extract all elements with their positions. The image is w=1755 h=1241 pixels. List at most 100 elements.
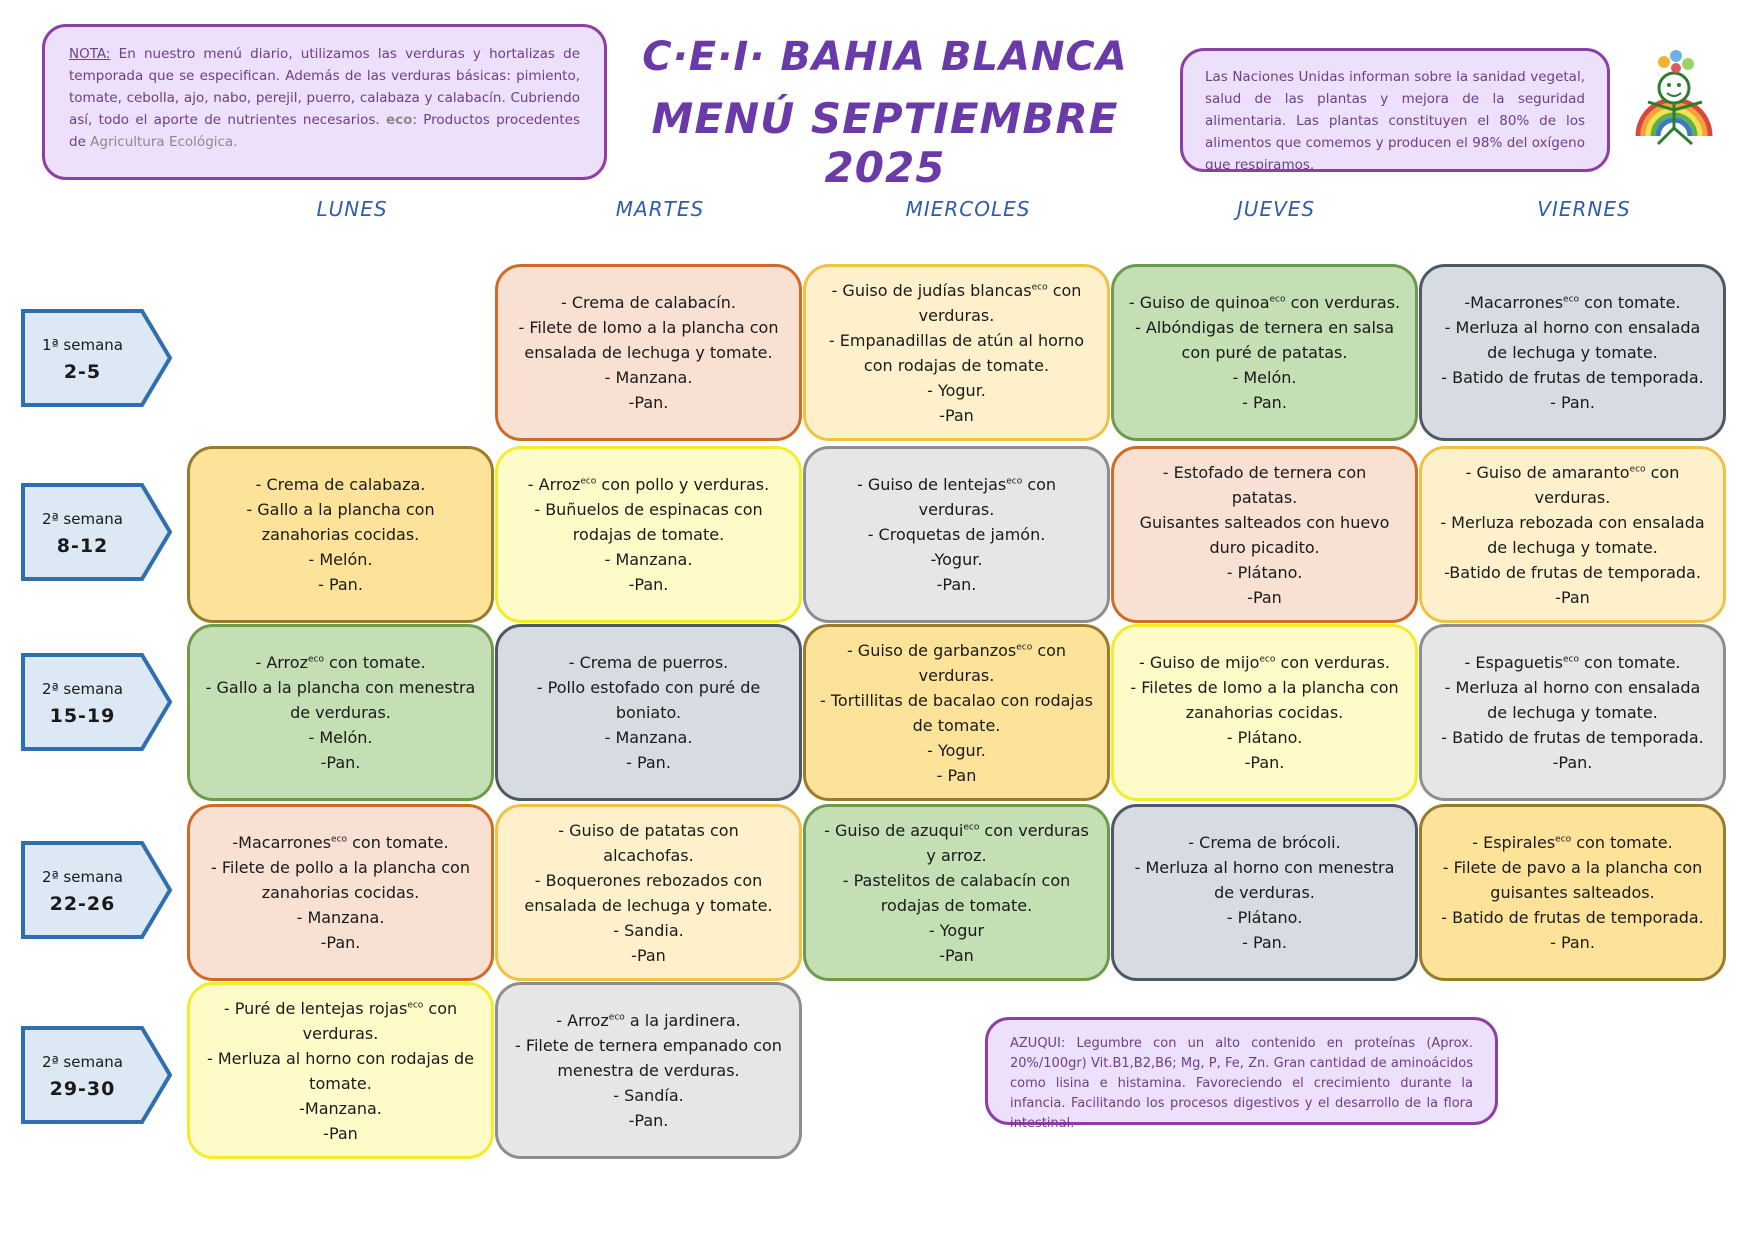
week-arrow-icon xyxy=(21,309,173,407)
menu-line: - Crema de calabacín. xyxy=(561,293,736,312)
menu-cell: - Espiraleseco con tomate.- Filete de pa… xyxy=(1419,804,1726,981)
week-arrow-icon xyxy=(21,1026,173,1124)
menu-line: - Merluza al horno con rodajas de tomate… xyxy=(207,1048,474,1093)
day-header-viernes: VIERNES xyxy=(1537,197,1631,221)
eco-text: : Productos procedentes de xyxy=(69,112,580,150)
menu-line: - Guiso de azuquieco con verduras y arro… xyxy=(824,820,1089,865)
menu-cell: - Guiso de lentejaseco con verduras. - Cr… xyxy=(803,446,1110,623)
menu-line: - Arrozeco con tomate. xyxy=(255,653,426,672)
menu-line: - Plátano. xyxy=(1226,728,1303,747)
menu-line: - Yogur. xyxy=(927,740,986,760)
menu-line: - Gallo a la plancha con zanahorias coci… xyxy=(246,500,435,544)
week-name: 2ª semana xyxy=(42,510,123,528)
menu-line: - Pan. xyxy=(1242,393,1287,412)
day-header-miercoles: MIERCOLES xyxy=(905,197,1031,221)
school-title: C·E·I· BAHIA BLANCA xyxy=(642,34,1128,80)
menu-line: - Albóndigas de ternera en salsa con pur… xyxy=(1134,318,1395,362)
menu-line: - Crema de puerros. xyxy=(568,653,729,672)
menu-line: - Guiso de garbanzoseco con verduras. xyxy=(846,640,1067,685)
eco-superscript: eco xyxy=(580,476,597,487)
menu-line: - Croquetas de jamón. xyxy=(867,525,1046,544)
week-arrow-icon xyxy=(21,483,173,581)
menu-line: - Guiso de judías blancaseco con verdura… xyxy=(831,280,1082,325)
menu-line: - Batido de frutas de temporada. xyxy=(1441,728,1704,747)
menu-line: -Pan xyxy=(1247,587,1282,607)
menu-line: - Pastelitos de calabacín con rodajas de… xyxy=(842,870,1071,915)
week-dates: 8-12 xyxy=(56,535,109,557)
day-header-jueves: JUEVES xyxy=(1236,197,1316,221)
eco-superscript: eco xyxy=(1259,654,1276,665)
menu-line: - Guiso de quinoaeco con verduras. xyxy=(1128,293,1401,312)
naciones-unidas-note: Las Naciones Unidas informan sobre la sa… xyxy=(1180,48,1610,173)
menu-line: -Pan xyxy=(1555,587,1590,607)
menu-line: -Pan xyxy=(939,405,974,425)
week-dates: 15-19 xyxy=(49,705,116,727)
week-name: 1ª semana xyxy=(42,336,123,354)
menu-line: - Espaguetiseco con tomate. xyxy=(1464,653,1681,672)
menu-line: - Yogur xyxy=(928,920,985,940)
nota-text: En nuestro menú diario, utilizamos las v… xyxy=(69,46,580,128)
week-arrow-icon xyxy=(21,841,173,939)
menu-line: -Pan. xyxy=(320,933,361,952)
menu-line: - Sandía. xyxy=(613,1086,684,1105)
menu-line: -Pan xyxy=(323,1123,358,1143)
menu-cell: -Macarroneseco con tomate.- Merluza al h… xyxy=(1419,264,1726,441)
menu-line: - Merluza rebozada con ensalada de lechu… xyxy=(1440,512,1705,557)
menu-cell: - Guiso de mijoeco con verduras.- Filete… xyxy=(1111,624,1418,801)
menu-line: - Manzana. xyxy=(296,908,385,927)
menu-cell: - Espaguetiseco con tomate.- Merluza al … xyxy=(1419,624,1726,801)
menu-cell: - Guiso de judías blancaseco con verdura… xyxy=(803,264,1110,441)
menu-line: - Filete de lomo a la plancha con ensala… xyxy=(518,318,779,362)
menu-line: - Arrozeco con pollo y verduras. xyxy=(527,475,770,494)
eco-superscript: eco xyxy=(331,834,348,845)
eco-label: eco xyxy=(385,112,413,128)
menu-line: - Pan. xyxy=(626,753,671,772)
week-label-2: 2ª semana 8-12 xyxy=(20,482,175,582)
eco-superscript: eco xyxy=(963,822,980,833)
menu-cell: - Arrozeco con pollo y verduras.- Buñuel… xyxy=(495,446,802,623)
menu-line: - Batido de frutas de temporada. xyxy=(1441,908,1704,927)
menu-cell: - Crema de calabaza. - Gallo a la plancha… xyxy=(187,446,494,623)
menu-line: - Filete de ternera empanado con menestr… xyxy=(515,1036,782,1080)
menu-line: - Estofado de ternera con patatas. xyxy=(1162,462,1367,507)
eco-superscript: eco xyxy=(307,654,324,665)
menu-cell: - Crema de brócoli.- Merluza al horno co… xyxy=(1111,804,1418,981)
menu-line: - Merluza al horno con ensalada de lechu… xyxy=(1444,318,1701,362)
menu-line: - Guiso de patatas con alcachofas. xyxy=(558,820,739,865)
menu-line: -Manzana. xyxy=(299,1098,382,1118)
week-name: 2ª semana xyxy=(42,868,123,886)
eco-superscript: eco xyxy=(407,1000,424,1011)
week-name: 2ª semana xyxy=(42,1053,123,1071)
week-label-1: 1ª semana 2-5 xyxy=(20,308,175,408)
menu-line: - Manzana. xyxy=(604,550,693,569)
menu-line: -Pan. xyxy=(936,575,977,594)
menu-line: -Pan. xyxy=(628,575,669,594)
eco-superscript: eco xyxy=(1006,476,1023,487)
eco-superscript: eco xyxy=(1555,834,1572,845)
menu-cell: - Estofado de ternera con patatas.Guisan… xyxy=(1111,446,1418,623)
menu-line: -Pan. xyxy=(628,393,669,412)
menu-line: - Espiraleseco con tomate. xyxy=(1472,833,1673,852)
day-header-martes: MARTES xyxy=(615,197,705,221)
menu-line: - Puré de lentejas rojaseco con verduras… xyxy=(223,998,458,1043)
nota-label: NOTA: xyxy=(69,46,111,62)
menu-line: - Crema de calabaza. xyxy=(255,475,426,494)
day-header-lunes: LUNES xyxy=(316,197,388,221)
menu-cell: - Guiso de quinoaeco con verduras. - Albó… xyxy=(1111,264,1418,441)
week-label-5: 2ª semana 29-30 xyxy=(20,1025,175,1125)
eco-superscript: eco xyxy=(1562,654,1579,665)
menu-line: - Guiso de mijoeco con verduras. xyxy=(1138,653,1390,672)
menu-line: - Tortillitas de bacalao con rodajas de … xyxy=(820,690,1093,735)
menu-line: - Sandia. xyxy=(613,920,684,940)
menu-cell: - Crema de calabacín. - Filete de lomo a … xyxy=(495,264,802,441)
menu-line: -Pan xyxy=(631,945,666,965)
menu-line: - Guiso de amarantoeco con verduras. xyxy=(1465,462,1680,507)
menu-cell: - Guiso de amarantoeco con verduras. - Me… xyxy=(1419,446,1726,623)
menu-line: - Guiso de lentejaseco con verduras. xyxy=(856,475,1057,519)
menu-line: -Yogur. xyxy=(930,550,983,569)
menu-cell: - Guiso de azuquieco con verduras y arro… xyxy=(803,804,1110,981)
menu-line: - Melón. xyxy=(1232,368,1297,387)
menu-cell: -Macarroneseco con tomate.- Filete de po… xyxy=(187,804,494,981)
menu-title: MENÚ SEPTIEMBRE 2025 xyxy=(651,94,1119,192)
menu-line: - Pan. xyxy=(318,575,363,594)
